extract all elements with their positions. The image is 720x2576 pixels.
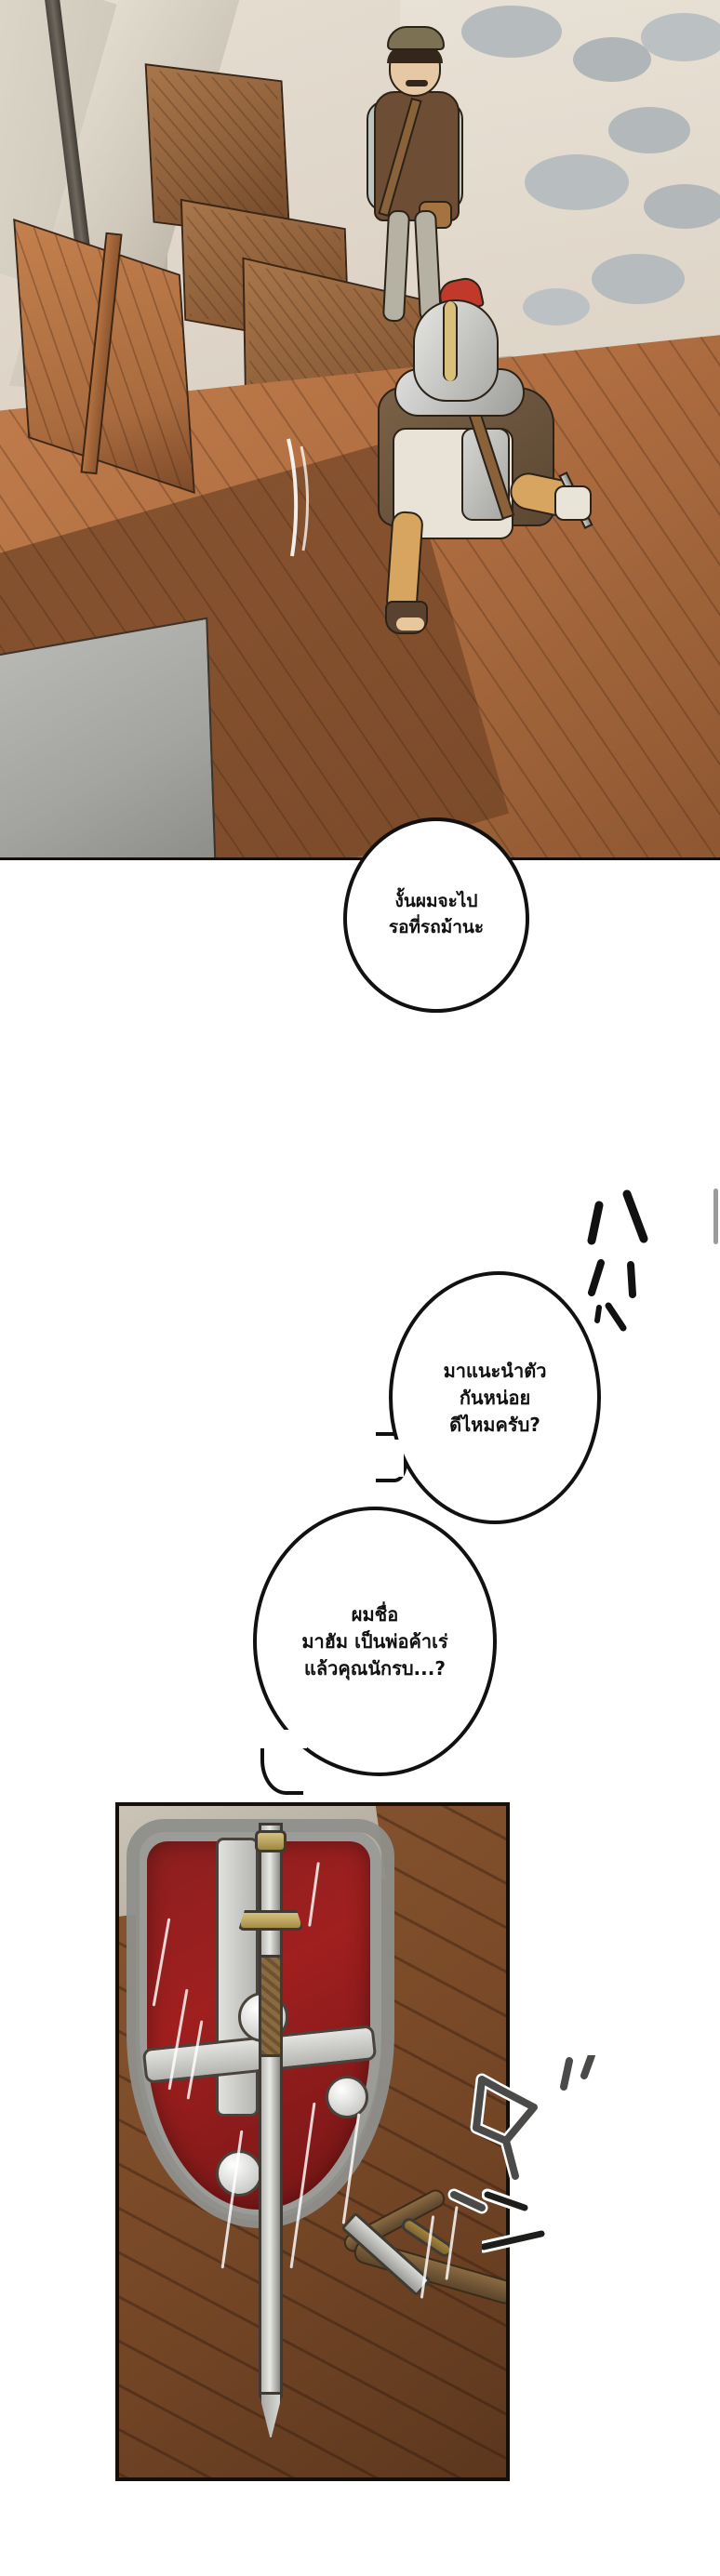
merchant-cap (387, 26, 445, 50)
knight-glove (554, 485, 592, 521)
speech-bubble-2: มาแนะนำตัว กันหน่อย ดีไหมครับ? (389, 1271, 601, 1524)
speech-bubble-3: ผมชื่อ มาฮัม เป็นพ่อค้าเร่ แล้วคุณนักรบ.… (253, 1507, 497, 1776)
scrollbar-thumb[interactable] (713, 1188, 718, 1244)
stone-slab (0, 617, 217, 857)
panel-2 (115, 1802, 510, 2481)
tail-seam-cover-2 (257, 1730, 307, 1748)
impact-marks-icon (447, 2055, 598, 2214)
merchant-character (361, 19, 473, 325)
speech-bubble-1: งั้นผมจะไป รอที่รถม้านะ (343, 817, 529, 1013)
impact-marks-icon-2 (482, 2188, 548, 2253)
knight-helmet-crest (443, 301, 458, 381)
shield-stud (326, 2076, 368, 2118)
motion-lines-icon (287, 438, 310, 557)
speech-bubble-2-text: มาแนะนำตัว กันหน่อย ดีไหมครับ? (443, 1359, 547, 1436)
sword-grip (259, 1955, 283, 2057)
cobblestones-icon (427, 6, 720, 509)
merchant-moustache (406, 80, 428, 86)
emphasis-strokes-icon (587, 1189, 648, 1332)
sword-crossguard (238, 1910, 303, 1931)
speech-bubble-3-text: ผมชื่อ มาฮัม เป็นพ่อค้าเร่ แล้วคุณนักรบ.… (301, 1602, 448, 1680)
tail-seam-cover (385, 1440, 404, 1477)
knight-toes (396, 617, 424, 631)
knight-character (372, 274, 593, 634)
panel-1 (0, 0, 720, 860)
sword-pommel (255, 1830, 287, 1852)
speech-bubble-1-text: งั้นผมจะไป รอที่รถม้านะ (388, 891, 485, 937)
knight-leg (385, 510, 424, 616)
sword-blade (259, 1823, 283, 2397)
